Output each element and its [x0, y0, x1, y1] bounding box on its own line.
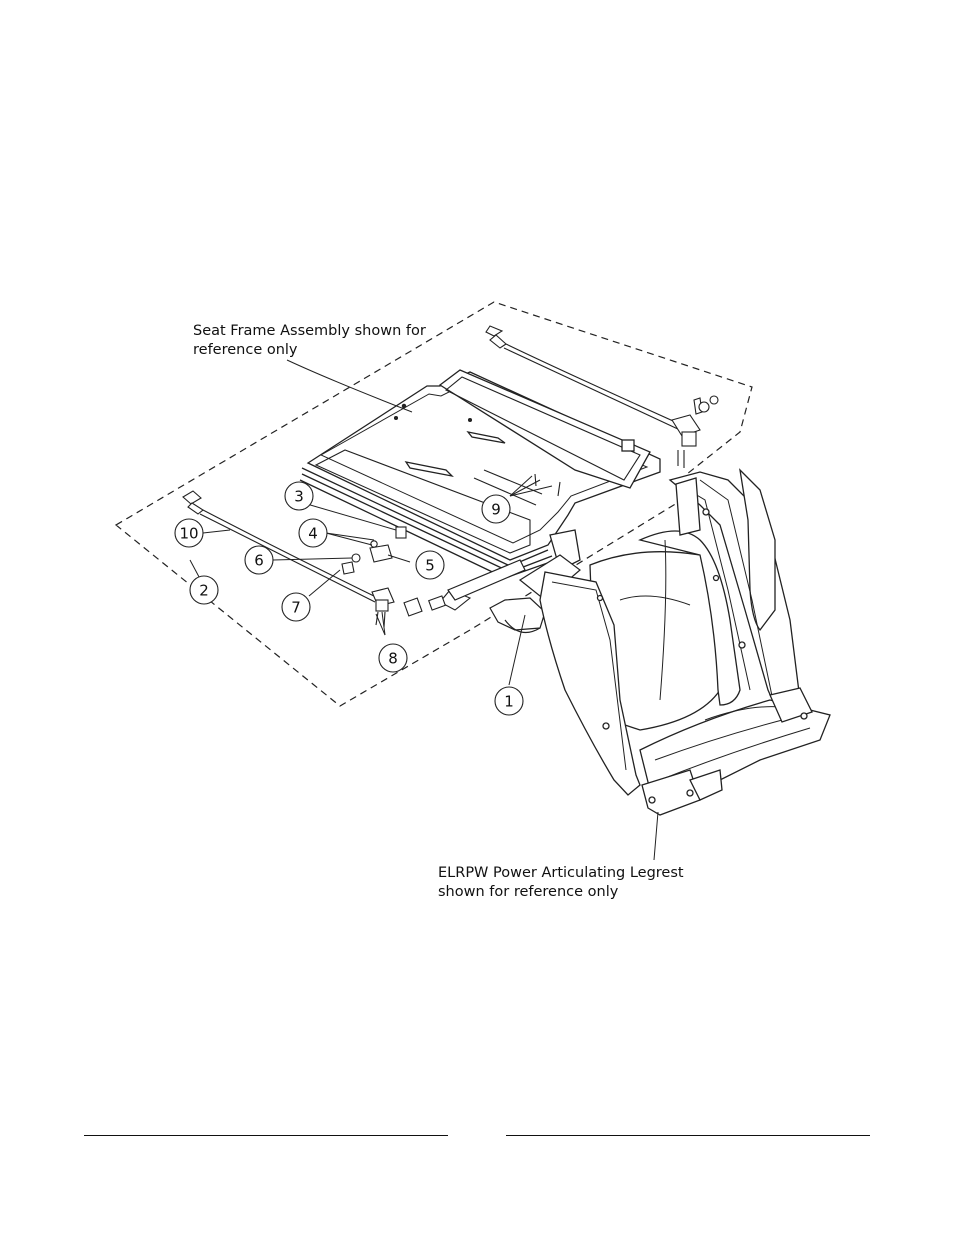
part-6-washer	[351, 553, 361, 563]
callout-leaders	[189, 475, 553, 686]
part-7-spacer	[341, 561, 355, 575]
svg-text:1: 1	[504, 693, 514, 711]
kit-boundary-dashed-outline	[114, 301, 753, 707]
callout-9: 9	[481, 494, 511, 524]
svg-text:8: 8	[388, 650, 398, 668]
svg-text:9: 9	[491, 501, 501, 519]
legrest-note-line-2: shown for reference only	[438, 884, 619, 900]
svg-text:4: 4	[308, 525, 318, 543]
seat-frame-reference-note: Seat Frame Assembly shown for reference …	[193, 322, 426, 360]
callout-group: 3 4 6 5 7 8 9 10	[174, 481, 524, 716]
svg-text:5: 5	[425, 557, 435, 575]
callout-1: 1	[494, 686, 524, 716]
svg-text:2: 2	[199, 582, 209, 600]
svg-text:10: 10	[179, 525, 198, 543]
footer-rule-left	[84, 1135, 448, 1136]
footer-rule-right	[506, 1135, 870, 1136]
svg-text:7: 7	[291, 599, 301, 617]
lower-cable-harness	[182, 490, 395, 628]
upper-cable-harness	[485, 325, 719, 468]
callout-3: 3	[284, 481, 314, 511]
seat-frame-assembly	[299, 369, 661, 579]
part-5-bracket	[369, 544, 393, 563]
svg-text:3: 3	[294, 488, 304, 506]
callout-7: 7	[281, 592, 311, 622]
legrest-leader-line	[653, 811, 659, 861]
legrest-reference-note: ELRPW Power Articulating Legrest shown f…	[438, 864, 684, 902]
callout-4: 4	[298, 518, 328, 548]
svg-text:6: 6	[254, 552, 264, 570]
seat-frame-leader-line	[286, 359, 413, 413]
legrest-note-line-1: ELRPW Power Articulating Legrest	[438, 865, 684, 881]
part-4-nut	[370, 540, 378, 548]
seat-frame-note-line-2: reference only	[193, 342, 298, 358]
callout-10: 10	[174, 518, 204, 548]
callout-5: 5	[415, 550, 445, 580]
callout-8: 8	[378, 643, 408, 673]
power-articulating-legrest	[539, 468, 831, 816]
seat-frame-note-line-1: Seat Frame Assembly shown for	[193, 323, 426, 339]
callout-6: 6	[244, 545, 274, 575]
callout-2: 2	[189, 575, 219, 605]
part-3-block	[395, 526, 407, 539]
